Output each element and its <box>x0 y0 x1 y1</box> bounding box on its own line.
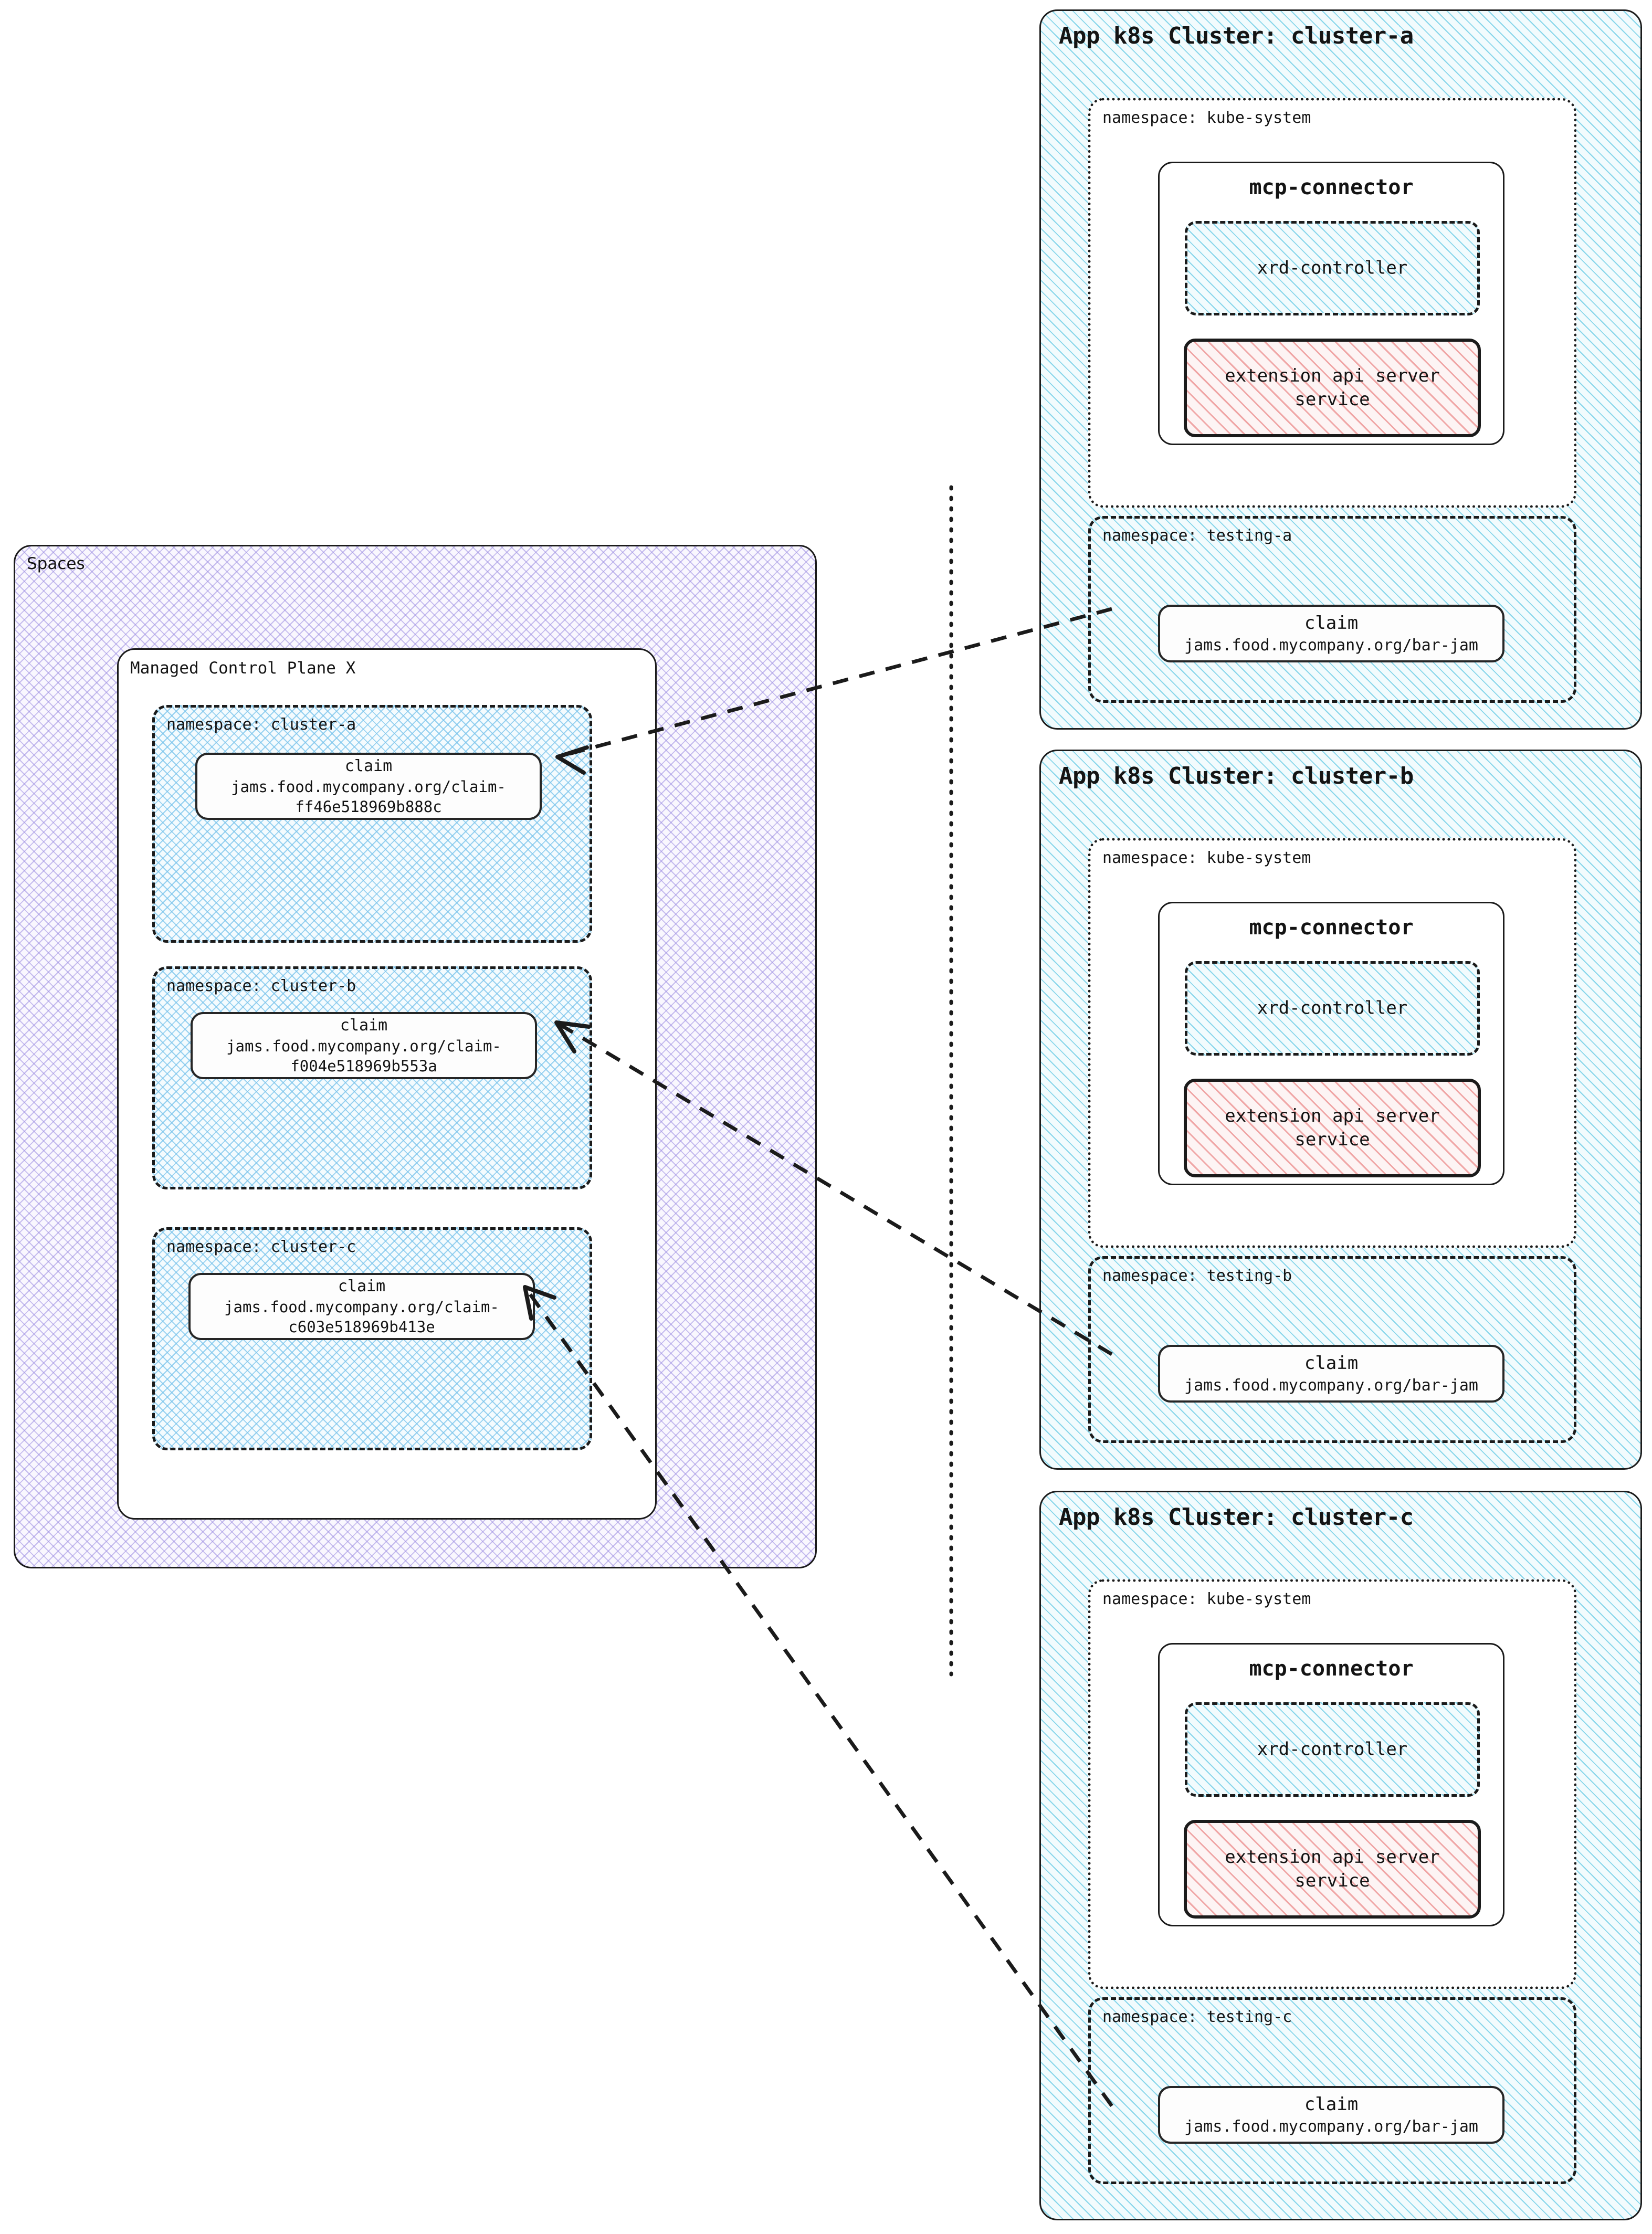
xrd-controller: xrd-controller <box>1185 961 1480 1056</box>
claim-kind: claim <box>1304 2093 1359 2115</box>
namespace-label: namespace: kube-system <box>1102 1590 1311 1608</box>
claim-ref: jams.food.mycompany.org/bar-jam <box>1184 2117 1478 2136</box>
claim-kind: claim <box>344 756 393 775</box>
namespace-label: namespace: kube-system <box>1102 109 1311 127</box>
mcp-connector: mcp-connector xrd-controller extension a… <box>1158 902 1504 1185</box>
claim-kind: claim <box>1304 612 1359 634</box>
extension-api-server-service: extension api server service <box>1184 1820 1481 1919</box>
mcp-connector-label: mcp-connector <box>1249 1657 1414 1681</box>
mcp-connector-label: mcp-connector <box>1249 915 1414 940</box>
namespace-label: namespace: testing-c <box>1102 2008 1292 2026</box>
claim-ref-line2: f004e518969b553a <box>290 1057 437 1075</box>
cluster-title: App k8s Cluster: cluster-c <box>1059 1504 1414 1531</box>
claim-ref-line1: jams.food.mycompany.org/claim- <box>231 777 506 796</box>
namespace-label: namespace: testing-b <box>1102 1267 1292 1285</box>
managed-control-plane: Managed Control Plane X namespace: clust… <box>117 648 657 1520</box>
claim-kind: claim <box>340 1016 388 1035</box>
namespace-kube-system: namespace: kube-system mcp-connector xrd… <box>1088 98 1576 508</box>
mcp-connector-label: mcp-connector <box>1249 175 1414 199</box>
claim-ref: jams.food.mycompany.org/bar-jam <box>1184 636 1478 655</box>
xrd-controller-label: xrd-controller <box>1257 1738 1408 1760</box>
app-cluster-b: App k8s Cluster: cluster-b namespace: ku… <box>1039 750 1642 1470</box>
namespace-testing-c: namespace: testing-c claim jams.food.myc… <box>1088 1997 1576 2184</box>
claim-ref-line1: jams.food.mycompany.org/claim- <box>226 1037 501 1055</box>
xrd-controller: xrd-controller <box>1185 221 1480 315</box>
namespace-testing-a: namespace: testing-a claim jams.food.myc… <box>1088 516 1576 703</box>
app-cluster-c: App k8s Cluster: cluster-c namespace: ku… <box>1039 1491 1642 2220</box>
extension-api-server-service: extension api server service <box>1184 339 1481 437</box>
apiserver-line2: service <box>1295 389 1370 410</box>
apiserver-line2: service <box>1295 1870 1370 1891</box>
mcp-connector: mcp-connector xrd-controller extension a… <box>1158 1643 1504 1926</box>
claim-box-cluster-b[interactable]: claim jams.food.mycompany.org/claim- f00… <box>191 1012 537 1079</box>
namespace-label: namespace: cluster-c <box>166 1238 356 1256</box>
spaces-label: Spaces <box>27 554 85 573</box>
mcp-namespace-cluster-b: namespace: cluster-b claim jams.food.myc… <box>152 966 592 1189</box>
cluster-title: App k8s Cluster: cluster-a <box>1059 23 1414 49</box>
xrd-controller: xrd-controller <box>1185 1702 1480 1797</box>
claim-box-testing-b[interactable]: claim jams.food.mycompany.org/bar-jam <box>1158 1345 1504 1403</box>
mcp-namespace-cluster-c: namespace: cluster-c claim jams.food.myc… <box>152 1227 592 1450</box>
app-cluster-a: App k8s Cluster: cluster-a namespace: ku… <box>1039 9 1642 730</box>
claim-box-cluster-c[interactable]: claim jams.food.mycompany.org/claim- c60… <box>188 1273 535 1340</box>
namespace-kube-system: namespace: kube-system mcp-connector xrd… <box>1088 1579 1576 1989</box>
namespace-testing-b: namespace: testing-b claim jams.food.myc… <box>1088 1256 1576 1443</box>
spaces-boundary: Spaces Managed Control Plane X namespace… <box>14 545 817 1568</box>
claim-box-cluster-a[interactable]: claim jams.food.mycompany.org/claim- ff4… <box>195 753 542 820</box>
claim-ref-line2: c603e518969b413e <box>288 1318 435 1336</box>
claim-kind: claim <box>338 1277 386 1295</box>
extension-api-server-service: extension api server service <box>1184 1079 1481 1177</box>
namespace-label: namespace: cluster-a <box>166 715 356 734</box>
claim-box-testing-c[interactable]: claim jams.food.mycompany.org/bar-jam <box>1158 2086 1504 2144</box>
apiserver-line1: extension api server <box>1225 365 1440 387</box>
control-plane-label: Managed Control Plane X <box>130 659 356 678</box>
claim-ref: jams.food.mycompany.org/bar-jam <box>1184 1376 1478 1395</box>
apiserver-line1: extension api server <box>1225 1105 1440 1127</box>
xrd-controller-label: xrd-controller <box>1257 997 1408 1019</box>
namespace-label: namespace: cluster-b <box>166 977 356 995</box>
claim-box-testing-a[interactable]: claim jams.food.mycompany.org/bar-jam <box>1158 605 1504 662</box>
mcp-connector: mcp-connector xrd-controller extension a… <box>1158 162 1504 445</box>
claim-ref-line1: jams.food.mycompany.org/claim- <box>224 1298 499 1316</box>
cluster-title: App k8s Cluster: cluster-b <box>1059 763 1414 789</box>
namespace-label: namespace: kube-system <box>1102 849 1311 867</box>
xrd-controller-label: xrd-controller <box>1257 257 1408 279</box>
apiserver-line1: extension api server <box>1225 1847 1440 1868</box>
mcp-namespace-cluster-a: namespace: cluster-a claim jams.food.myc… <box>152 705 592 943</box>
claim-ref-line2: ff46e518969b888c <box>295 797 442 816</box>
claim-kind: claim <box>1304 1352 1359 1374</box>
namespace-kube-system: namespace: kube-system mcp-connector xrd… <box>1088 838 1576 1248</box>
namespace-label: namespace: testing-a <box>1102 526 1292 545</box>
apiserver-line2: service <box>1295 1129 1370 1150</box>
